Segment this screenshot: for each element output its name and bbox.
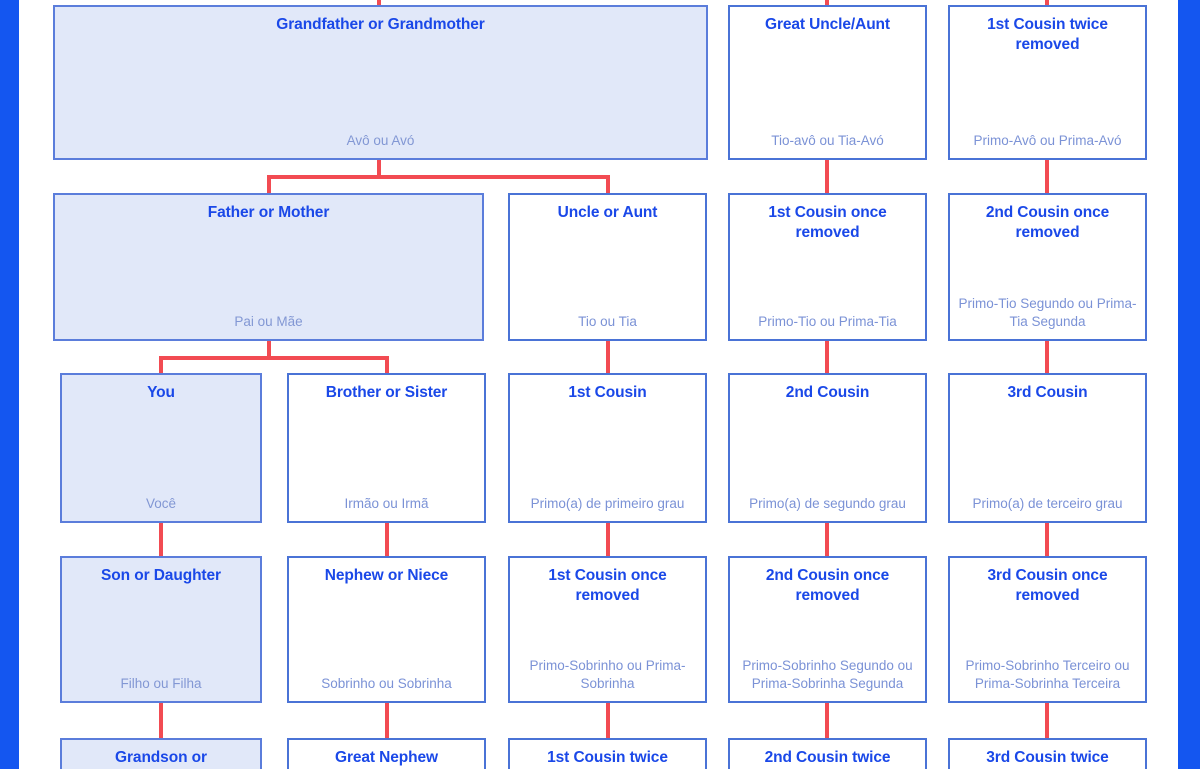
node-grandparent[interactable]: Grandfather or Grandmother Avô ou Avó [53, 5, 708, 160]
node-child[interactable]: Son or Daughter Filho ou Filha [60, 556, 262, 703]
node-title: 1st Cousin twice [547, 749, 668, 766]
node-2nd-cousin[interactable]: 2nd Cousin Primo(a) de segundo grau [728, 373, 927, 523]
node-1st-cousin-twice-removed-up[interactable]: 1st Cousin twice removed Primo-Avô ou Pr… [948, 5, 1147, 160]
node-parent[interactable]: Father or Mother Pai ou Mãe [53, 193, 484, 341]
node-subtitle: Primo(a) de primeiro grau [530, 495, 685, 511]
connector-c1or-down-to-twice [606, 702, 610, 740]
right-page-border-bar [1178, 0, 1200, 769]
node-title: 3rd Cousin [1007, 384, 1088, 401]
node-subtitle: Primo-Sobrinho Segundo ou Prima-Sobrinha… [742, 658, 913, 691]
node-title: 1st Cousin twice removed [987, 16, 1108, 53]
node-3rd-cousin[interactable]: 3rd Cousin Primo(a) de terceiro grau [948, 373, 1147, 523]
node-2nd-cousin-once-removed-down[interactable]: 2nd Cousin once removed Primo-Sobrinho S… [728, 556, 927, 703]
node-subtitle: Tio-avô ou Tia-Avó [771, 132, 884, 148]
node-subtitle: Irmão ou Irmã [344, 495, 429, 511]
node-title: 3rd Cousin twice [986, 749, 1109, 766]
node-nephew-niece[interactable]: Nephew or Niece Sobrinho ou Sobrinha [287, 556, 486, 703]
node-subtitle: Primo-Tio Segundo ou Prima-Tia Segunda [958, 296, 1137, 329]
node-subtitle: Pai ou Mãe [234, 313, 303, 329]
node-1st-cousin[interactable]: 1st Cousin Primo(a) de primeiro grau [508, 373, 707, 523]
connector-grandparent-down [377, 159, 381, 178]
connector-parent-down [267, 340, 271, 359]
node-title: Great Nephew [334, 749, 439, 766]
connector-cousin1-down [606, 522, 610, 560]
node-grandchild[interactable]: Grandson or [60, 738, 262, 769]
node-title: Grandson or [115, 749, 207, 766]
connector-child-to-grandchild [159, 702, 163, 740]
node-1st-cousin-once-removed-up[interactable]: 1st Cousin once removed Primo-Tio ou Pri… [728, 193, 927, 341]
node-title: Father or Mother [207, 204, 330, 221]
node-title: 1st Cousin [568, 384, 647, 401]
node-subtitle: Tio ou Tia [578, 313, 637, 329]
node-1st-cousin-twice-removed-down[interactable]: 1st Cousin twice [508, 738, 707, 769]
node-title: 1st Cousin once removed [548, 567, 667, 604]
node-title: 2nd Cousin once removed [765, 567, 890, 604]
connector-nephew-to-great-nephew [385, 702, 389, 740]
node-subtitle: Primo(a) de terceiro grau [972, 495, 1123, 511]
node-title: Nephew or Niece [324, 567, 449, 584]
node-1st-cousin-once-removed-down[interactable]: 1st Cousin once removed Primo-Sobrinho o… [508, 556, 707, 703]
node-title: Great Uncle/Aunt [764, 16, 890, 33]
connector-great-uncle-down [825, 159, 829, 197]
node-great-nephew[interactable]: Great Nephew [287, 738, 486, 769]
node-title: 3rd Cousin once removed [987, 567, 1108, 604]
connector-c3or-down-to-twice [1045, 702, 1049, 740]
node-title: You [147, 384, 175, 401]
node-3rd-cousin-twice-removed-down[interactable]: 3rd Cousin twice [948, 738, 1147, 769]
node-great-uncle-aunt[interactable]: Great Uncle/Aunt Tio-avô ou Tia-Avó [728, 5, 927, 160]
connector-parent-bus [159, 356, 388, 360]
node-subtitle: Primo(a) de segundo grau [749, 495, 906, 511]
node-title: Uncle or Aunt [557, 204, 658, 221]
node-subtitle: Avô ou Avó [346, 132, 415, 148]
node-title: 2nd Cousin once removed [985, 204, 1110, 241]
node-2nd-cousin-once-removed-up[interactable]: 2nd Cousin once removed Primo-Tio Segund… [948, 193, 1147, 341]
connector-sibling-to-nephew [385, 522, 389, 560]
node-sibling[interactable]: Brother or Sister Irmão ou Irmã [287, 373, 486, 523]
left-page-border-bar [0, 0, 19, 769]
connector-cousin3-down [1045, 522, 1049, 560]
node-title: 2nd Cousin [785, 384, 870, 401]
connector-grandparent-bus [267, 175, 610, 179]
node-subtitle: Primo-Sobrinho ou Prima-Sobrinha [529, 658, 686, 691]
connector-you-to-child [159, 522, 163, 560]
node-subtitle: Primo-Sobrinho Terceiro ou Prima-Sobrinh… [965, 658, 1130, 691]
node-subtitle: Filho ou Filha [120, 675, 202, 691]
node-uncle-aunt[interactable]: Uncle or Aunt Tio ou Tia [508, 193, 707, 341]
node-subtitle: Sobrinho ou Sobrinha [321, 675, 452, 691]
connector-c1-twice-removed-down-link [1045, 159, 1049, 197]
connector-cousin2-down [825, 522, 829, 560]
node-3rd-cousin-once-removed-down[interactable]: 3rd Cousin once removed Primo-Sobrinho T… [948, 556, 1147, 703]
node-you[interactable]: You Você [60, 373, 262, 523]
node-title: Grandfather or Grandmother [276, 16, 485, 33]
connector-c2or-down-to-twice [825, 702, 829, 740]
node-subtitle: Primo-Avô ou Prima-Avó [973, 132, 1122, 148]
node-subtitle: Você [145, 495, 177, 511]
node-2nd-cousin-twice-removed-down[interactable]: 2nd Cousin twice [728, 738, 927, 769]
node-title: Brother or Sister [325, 384, 448, 401]
node-title: 2nd Cousin twice [764, 749, 891, 766]
node-subtitle: Primo-Tio ou Prima-Tia [758, 313, 897, 329]
node-title: Son or Daughter [101, 567, 221, 584]
node-title: 1st Cousin once removed [768, 204, 887, 241]
